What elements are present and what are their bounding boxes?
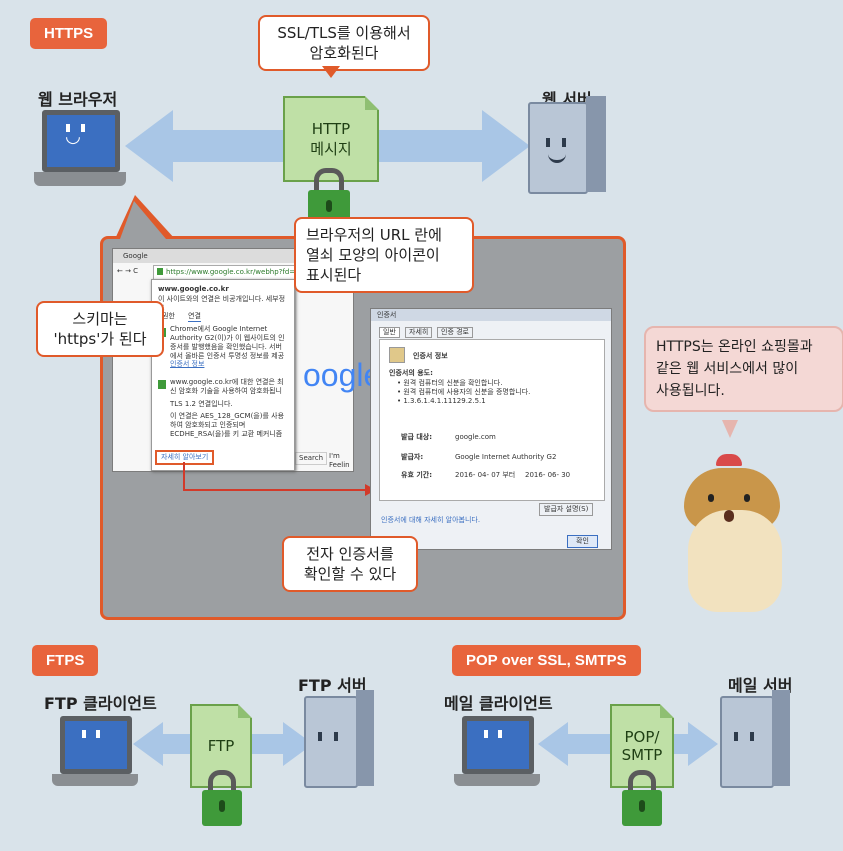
search-button[interactable]: Search	[295, 452, 328, 465]
mail-lock-icon	[620, 770, 664, 830]
scheme-callout: 스키마는 'https'가 된다	[36, 301, 164, 357]
ftp-client-label: FTP 클라이언트	[44, 694, 157, 713]
connection-popup: www.google.co.kr 이 사이트와의 연결은 비공개입니다. 세부정…	[151, 279, 295, 471]
ftps-tag: FTPS	[32, 645, 99, 676]
cert-learn-more-link[interactable]: 인증서에 대해 자세히 알아봅니다.	[381, 516, 481, 524]
google-logo: oogle	[303, 357, 382, 393]
hamster-speech-bubble: HTTPS는 온라인 쇼핑몰과 같은 웹 서비스에서 많이 사용됩니다.	[644, 326, 843, 412]
https-tag: HTTPS	[30, 18, 108, 49]
lucky-button[interactable]: I'm Feelin	[329, 452, 350, 469]
tab-connection[interactable]: 연결	[188, 312, 201, 322]
certificate-icon	[389, 347, 405, 363]
lock-small-icon-2	[158, 380, 166, 389]
tab-cert-path[interactable]: 인증 경로	[437, 327, 473, 338]
cert-info-link[interactable]: 인증서 정보	[170, 360, 205, 368]
mail-laptop-icon	[454, 716, 540, 796]
mail-tag: POP over SSL, SMTPS	[452, 645, 641, 676]
browser-tab[interactable]: Google	[123, 252, 148, 260]
ftp-server-icon	[304, 690, 376, 790]
cert-callout: 전자 인증서를 확인할 수 있다	[282, 536, 418, 592]
tab-details[interactable]: 자세히	[405, 327, 433, 338]
nav-buttons[interactable]: ← → C	[117, 267, 139, 275]
ssl-callout-pointer	[322, 66, 340, 78]
mail-client-label: 메일 클라이언트	[444, 694, 553, 713]
url-text: https://www.google.co.kr/webhp?fd=en	[166, 268, 304, 276]
padlock-icon	[157, 268, 163, 275]
certificate-window: 인증서 일반 자세히 인증 경로 인증서 정보 인증서의 용도: • 원격 컴퓨…	[370, 308, 612, 550]
url-icon-callout: 브라우저의 URL 란에 열쇠 모양의 아이콘이 표시된다	[294, 217, 474, 293]
ftp-server-label: FTP 서버	[298, 676, 367, 695]
http-message-document-icon: HTTP 메시지	[283, 96, 379, 182]
laptop-icon: ◡	[34, 110, 126, 194]
connector-arrow-icon	[183, 462, 376, 496]
mail-server-icon	[720, 690, 792, 790]
ftp-laptop-icon	[52, 716, 138, 796]
ftp-lock-icon	[200, 770, 244, 830]
issuer-statement-button[interactable]: 발급자 설명(S)	[539, 503, 594, 516]
web-browser-label: 웹 브라우저	[38, 90, 118, 109]
server-icon	[528, 96, 608, 196]
tab-general[interactable]: 일반	[379, 327, 400, 338]
hamster-icon	[680, 454, 790, 614]
ssl-callout: SSL/TLS를 이용해서 암호화된다	[258, 15, 430, 71]
ok-button[interactable]: 확인	[567, 535, 598, 548]
tab-permissions[interactable]: 권한	[162, 312, 175, 320]
